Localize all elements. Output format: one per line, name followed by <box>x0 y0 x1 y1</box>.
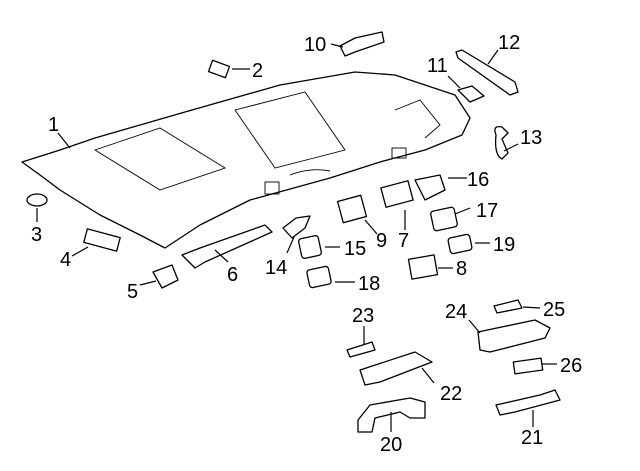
callout-17: 17 <box>476 200 498 222</box>
part-9 <box>336 194 368 224</box>
leader-lines <box>36 43 557 432</box>
callout-5: 5 <box>127 281 138 303</box>
part-13 <box>494 126 509 160</box>
part-16 <box>414 174 446 201</box>
part-15 <box>298 235 322 259</box>
callout-14: 14 <box>265 257 287 279</box>
callout-10: 10 <box>304 34 326 56</box>
callout-7: 7 <box>398 230 409 252</box>
headliner-part <box>21 71 471 249</box>
part-21 <box>495 389 561 416</box>
part-6 <box>181 224 273 269</box>
callout-24: 24 <box>445 301 467 323</box>
part-20 <box>357 397 426 433</box>
part-8 <box>407 254 439 280</box>
callout-18: 18 <box>358 273 380 295</box>
callout-2: 2 <box>252 60 263 82</box>
callout-11: 11 <box>427 55 448 77</box>
part-2 <box>207 59 231 79</box>
callout-3: 3 <box>31 224 42 246</box>
part-11 <box>457 85 485 103</box>
callout-9: 9 <box>376 230 387 252</box>
callout-4: 4 <box>60 249 71 271</box>
part-25 <box>493 299 523 314</box>
part-10 <box>339 31 385 57</box>
callout-1: 1 <box>48 114 59 136</box>
callout-6: 6 <box>227 264 238 286</box>
callout-8: 8 <box>456 258 467 280</box>
callout-26: 26 <box>560 355 582 377</box>
part-7 <box>380 180 414 208</box>
part-18 <box>306 265 332 289</box>
callout-21: 21 <box>521 427 543 449</box>
part-26 <box>512 357 544 375</box>
callout-labels: 1 2 3 4 5 6 7 8 9 10 11 12 13 14 15 16 1… <box>31 32 582 456</box>
part-5 <box>152 264 179 289</box>
part-24 <box>477 319 551 353</box>
callout-20: 20 <box>380 434 402 456</box>
callout-13: 13 <box>520 127 542 149</box>
part-17 <box>430 206 458 232</box>
part-23 <box>346 341 376 358</box>
callout-16: 16 <box>467 169 489 191</box>
callout-25: 25 <box>543 299 565 321</box>
part-14 <box>282 215 311 239</box>
part-19 <box>447 233 473 255</box>
callout-19: 19 <box>493 234 515 256</box>
part-4 <box>83 228 121 252</box>
callout-12: 12 <box>498 32 520 54</box>
callout-23: 23 <box>352 305 374 327</box>
part-12 <box>455 49 519 96</box>
part-22 <box>359 351 433 386</box>
callout-22: 22 <box>440 383 462 405</box>
callout-15: 15 <box>344 238 366 260</box>
part-3 <box>26 193 48 207</box>
